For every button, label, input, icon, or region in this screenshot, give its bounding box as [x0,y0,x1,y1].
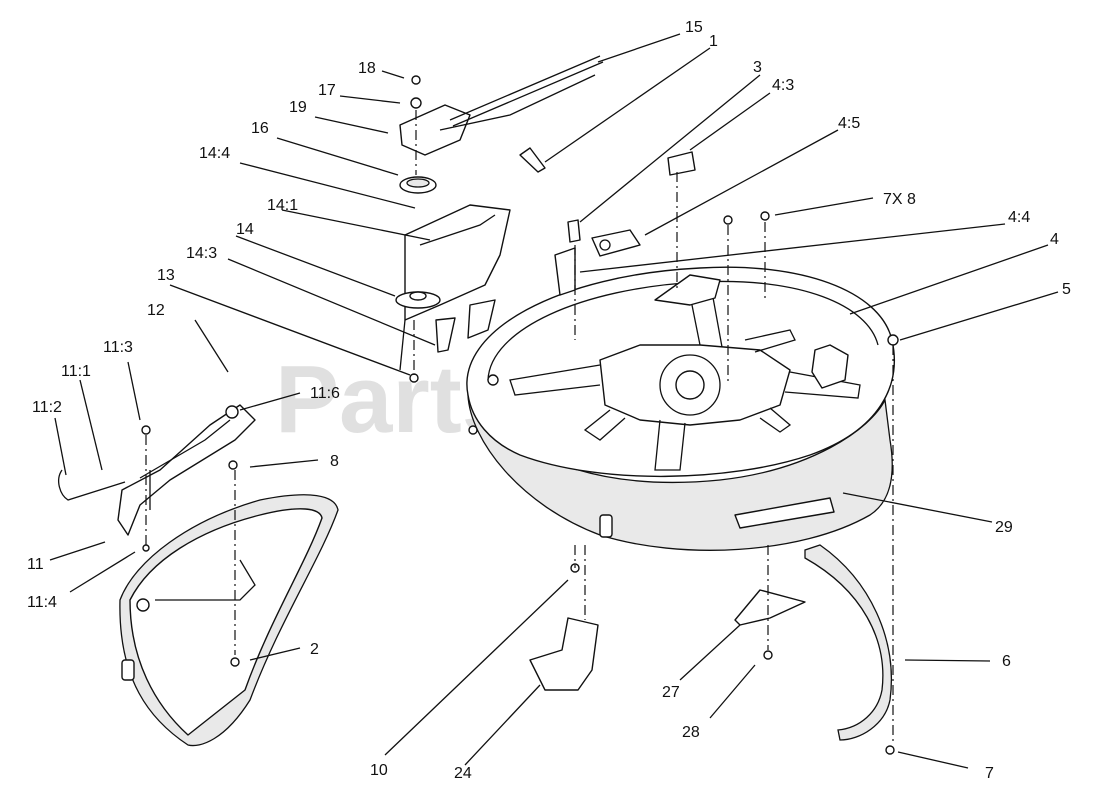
mower-deck [466,266,895,551]
label-16: 16 [251,120,269,137]
upper-arm [399,74,596,194]
callout-labels: 15 1 3 4:3 4:5 7X 8 4:4 4 5 29 6 7 10 24… [27,19,1071,782]
label-11-6: 11:6 [310,385,340,402]
label-11-1: 11:1 [61,363,91,380]
label-1: 1 [709,33,718,50]
deflector-plate [734,589,806,626]
label-4-3: 4:3 [772,77,794,94]
label-5: 5 [1062,281,1071,298]
chute-deflector [58,404,256,536]
label-11-2: 11:2 [32,399,62,416]
baffle-plate [529,617,599,691]
label-11-4: 11:4 [27,594,57,611]
label-12: 12 [147,302,165,319]
label-4-5: 4:5 [838,115,860,132]
label-14-3: 14:3 [186,245,217,262]
assembly-lines [145,110,894,745]
label-4-4: 4:4 [1008,209,1030,226]
label-18: 18 [358,60,376,77]
label-14: 14 [236,221,254,238]
label-14-1: 14:1 [267,197,298,214]
rod [449,55,601,121]
label-17: 17 [318,82,336,99]
label-7x8: 7X 8 [883,191,916,208]
discharge-chute [119,494,339,747]
label-7: 7 [985,765,994,782]
label-10: 10 [370,762,388,779]
label-6: 6 [1002,653,1011,670]
label-27: 27 [662,684,680,701]
label-4: 4 [1050,231,1059,248]
label-13: 13 [157,267,175,284]
label-29: 29 [995,519,1013,536]
label-15: 15 [685,19,703,36]
label-14-4: 14:4 [199,145,230,162]
label-11-3: 11:3 [103,339,133,356]
label-28: 28 [682,724,700,741]
label-24: 24 [454,765,472,782]
small-parts [141,151,899,755]
label-8: 8 [330,453,339,470]
idler-assembly [395,204,511,383]
label-19: 19 [289,99,307,116]
belt-guard [804,544,892,741]
leader-lines [49,33,1059,769]
label-2: 2 [310,641,319,658]
label-11: 11 [27,556,44,573]
label-3: 3 [753,59,762,76]
